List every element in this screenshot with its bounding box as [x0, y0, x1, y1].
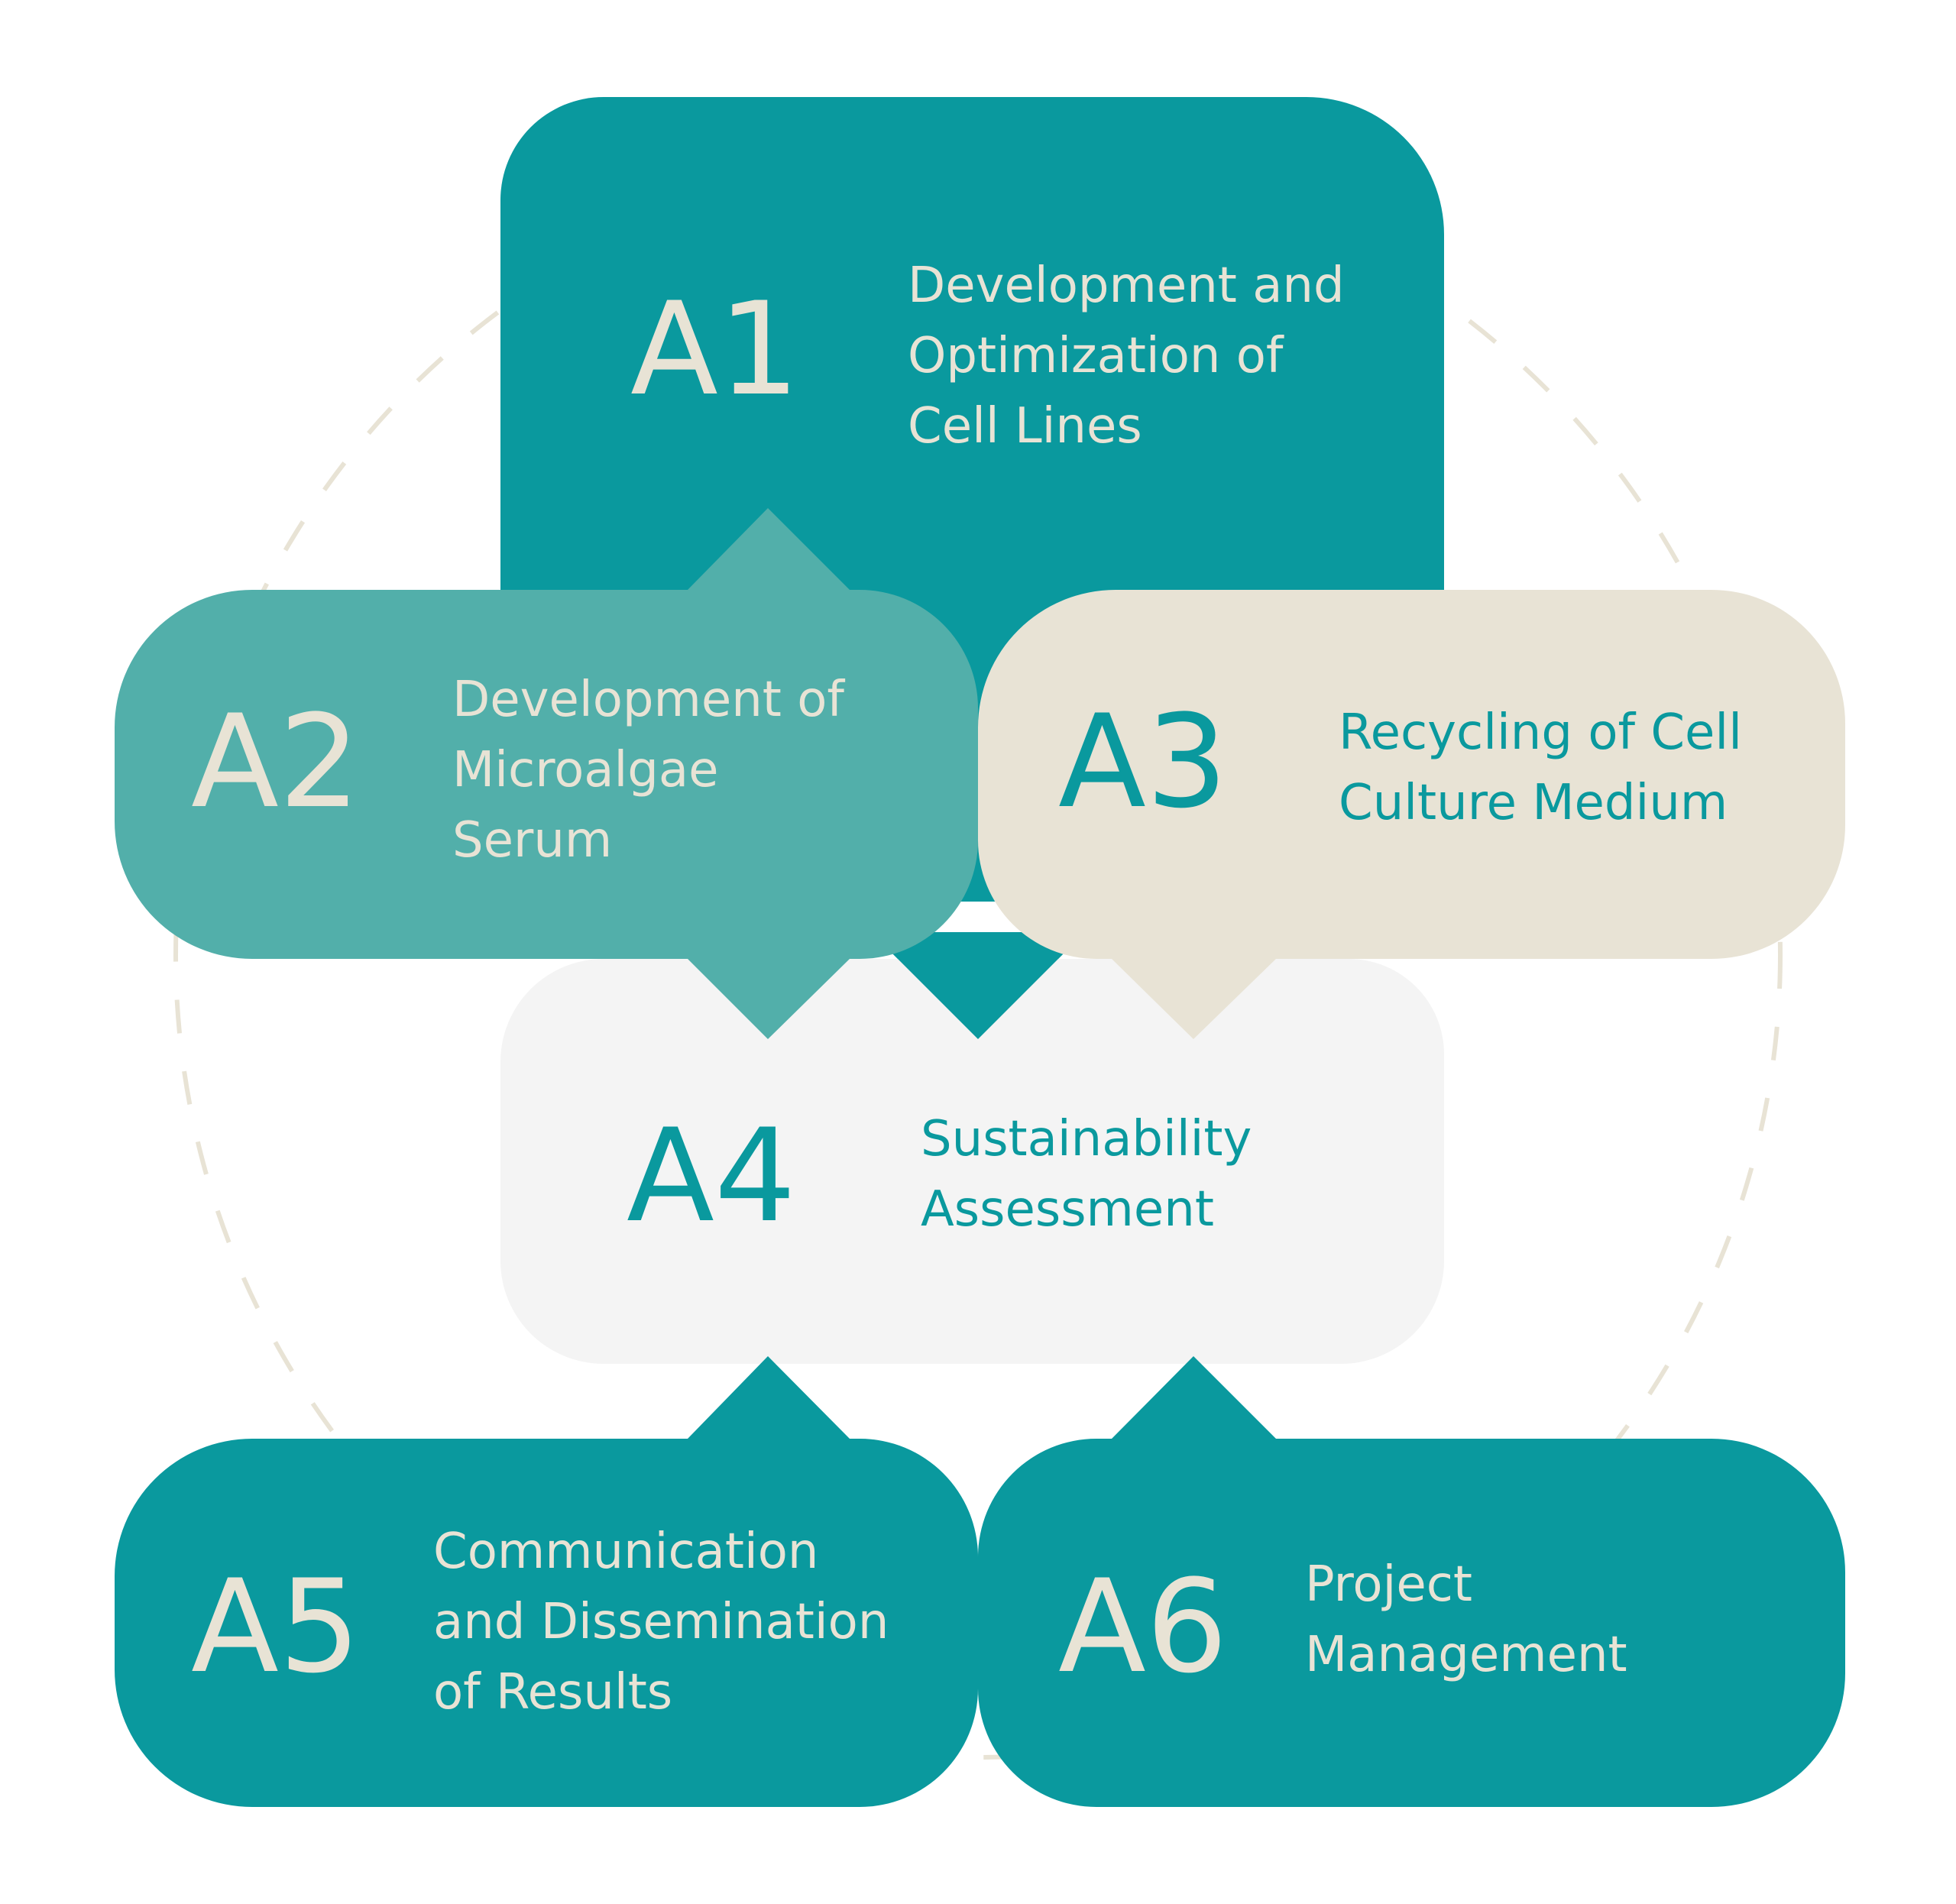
a3-line-2: Culture Medium [1339, 775, 1728, 831]
a5-box [115, 1356, 978, 1807]
activity-a5 [115, 1356, 978, 1807]
a5-line-3: of Results [433, 1664, 672, 1721]
a4-line-2: Assessment [921, 1181, 1214, 1238]
a6-code: A6 [1058, 1552, 1228, 1702]
a4-code: A4 [627, 1101, 796, 1251]
a4-box [500, 959, 1444, 1364]
a4-line-1: Sustainability [921, 1111, 1252, 1167]
a1-line-1: Development and [908, 257, 1345, 314]
activity-a2 [115, 508, 978, 1039]
a6-line-2: Management [1305, 1627, 1627, 1683]
activity-a4 [500, 959, 1444, 1364]
a2-line-2: Microalgae [452, 742, 718, 798]
a5-line-1: Communication [433, 1524, 818, 1580]
a6-line-1: Project [1305, 1556, 1472, 1613]
a2-line-3: Serum [452, 812, 612, 869]
a1-line-3: Cell Lines [908, 398, 1142, 455]
dashed-ring [173, 151, 1783, 1760]
a5-line-2: and Dissemination [433, 1594, 889, 1650]
activity-a3 [978, 590, 1845, 1039]
a1-arrow-tip [871, 932, 1085, 1039]
a1-code: A1 [630, 274, 800, 424]
a2-code: A2 [191, 687, 361, 837]
a3-box [978, 590, 1845, 1039]
a2-box [115, 508, 978, 1039]
a3-line-1: Recycling of Cell [1339, 704, 1742, 761]
activity-a6 [978, 1356, 1845, 1807]
a5-code: A5 [191, 1552, 361, 1702]
a2-line-1: Development of [452, 672, 845, 728]
a1-line-2: Optimization of [908, 328, 1284, 384]
a6-box [978, 1356, 1845, 1807]
a3-code: A3 [1058, 687, 1228, 837]
